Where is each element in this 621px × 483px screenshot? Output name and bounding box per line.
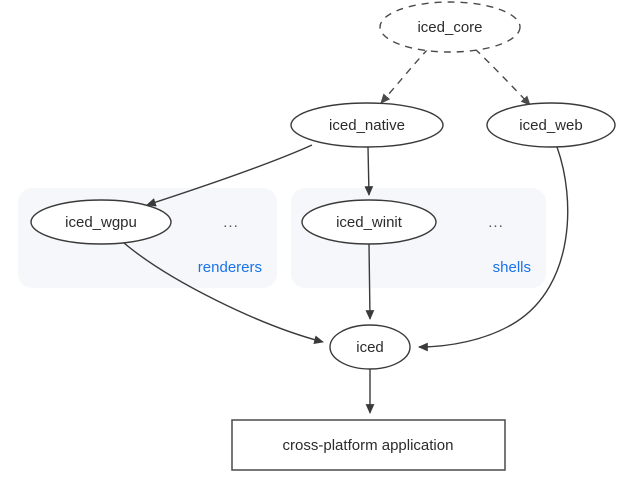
node-iced-core-shape[interactable] (379, 1, 521, 53)
node-iced-winit[interactable]: iced_winit (301, 199, 437, 245)
node-iced-winit-shape[interactable] (301, 199, 437, 245)
cluster-renderers-label: renderers (198, 259, 262, 276)
edge-winit-to-iced (365, 243, 375, 320)
node-iced-wgpu[interactable]: iced_wgpu (30, 199, 172, 245)
edge-core-to-web (474, 48, 531, 106)
node-iced[interactable]: iced (329, 324, 411, 370)
edge-native-to-winit (364, 146, 374, 196)
edge-native-to-wgpu (146, 144, 313, 207)
node-iced-wgpu-label: iced_wgpu (65, 214, 137, 231)
node-iced-wgpu-shape[interactable] (30, 199, 172, 245)
node-iced-label: iced (356, 339, 384, 356)
cluster-shells-label: shells (493, 259, 531, 276)
node-iced-native-label: iced_native (329, 117, 405, 134)
shells-ellipsis-placeholder: ... (488, 214, 504, 231)
renderers-ellipsis-placeholder: ... (223, 214, 239, 231)
edge-web-to-iced (418, 146, 569, 352)
edge-core-to-native (380, 48, 429, 104)
node-iced-web-shape[interactable] (486, 102, 616, 148)
node-iced-native-shape[interactable] (290, 102, 444, 148)
node-application-label: cross-platform application (283, 437, 454, 454)
node-iced-web[interactable]: iced_web (486, 102, 616, 148)
node-iced-winit-label: iced_winit (336, 214, 403, 231)
node-application[interactable]: cross-platform application (231, 419, 506, 471)
edge-wgpu-to-iced (123, 242, 324, 345)
node-iced-shape[interactable] (329, 324, 411, 370)
node-application-shape[interactable] (231, 419, 506, 471)
node-iced-core[interactable]: iced_core (379, 1, 521, 53)
node-iced-native[interactable]: iced_native (290, 102, 444, 148)
node-iced-core-label: iced_core (417, 19, 482, 36)
node-iced-web-label: iced_web (519, 117, 582, 134)
